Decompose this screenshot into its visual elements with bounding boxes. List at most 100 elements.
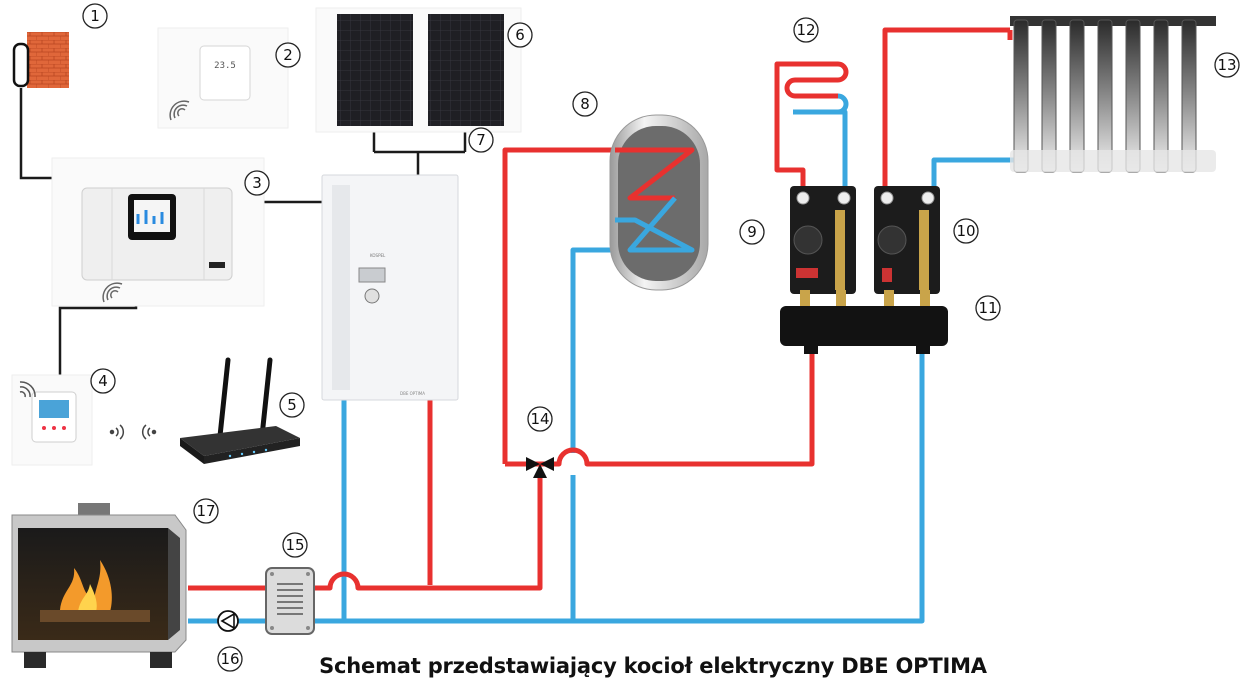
manifold-body (780, 306, 948, 346)
tank-coil-hot (615, 147, 695, 201)
svg-text:12: 12 (796, 21, 815, 39)
svg-text:6: 6 (515, 26, 525, 44)
callout-12: 12 (793, 17, 819, 43)
screen-bars (136, 210, 164, 224)
hydraulic-manifold (780, 290, 948, 354)
svg-text:14: 14 (530, 410, 549, 428)
radiator-cold-pipe (931, 157, 1026, 186)
svg-text:7: 7 (476, 131, 486, 149)
svg-text:9: 9 (747, 223, 757, 241)
callout-5: 5 (279, 392, 305, 418)
callout-9: 9 (739, 219, 765, 245)
room-thermostat (199, 45, 251, 101)
callout-1: 1 (82, 3, 108, 29)
radiator-fins (1013, 19, 1197, 173)
solar-panel-right (428, 14, 504, 126)
callout-17: 17 (193, 498, 219, 524)
brick-wall (27, 32, 69, 88)
callout-10: 10 (953, 218, 979, 244)
pump-group-dhw (790, 186, 856, 294)
svg-text:13: 13 (1217, 56, 1236, 74)
electric-boiler: KOSPEL DBE OPTIMA (321, 174, 459, 401)
svg-text:17: 17 (196, 502, 215, 520)
fireplace (11, 503, 187, 668)
radiator-top-header (1010, 16, 1216, 26)
svg-text:16: 16 (220, 650, 239, 668)
boiler-knob (364, 288, 380, 304)
dhw-tank (609, 114, 709, 291)
tank-coil-cold (615, 196, 695, 253)
solar-panels (315, 7, 522, 133)
boiler-housing (321, 174, 459, 401)
brass-pipe (919, 210, 929, 290)
outdoor-sensor (12, 32, 69, 88)
logs (40, 610, 150, 622)
wireless-icon (19, 381, 36, 398)
wireless-icon (169, 100, 190, 121)
svg-text:10: 10 (956, 222, 975, 240)
callout-6: 6 (507, 22, 533, 48)
svg-text:15: 15 (285, 536, 304, 554)
valve (882, 268, 892, 282)
gauge (796, 191, 810, 205)
callout-numbers: 1 2 3 4 5 6 7 8 9 10 11 12 13 14 15 16 1… (82, 3, 1240, 672)
svg-text:5: 5 (287, 396, 297, 414)
svg-text:2: 2 (283, 46, 293, 64)
callout-16: 16 (217, 646, 243, 672)
thermostat-cable (58, 296, 138, 380)
brass-pipe (835, 210, 845, 290)
wireless-icon (102, 282, 123, 303)
wireless-thermostat-screen (39, 400, 69, 418)
boiler-brand: KOSPEL (370, 253, 386, 258)
fireplace-glass (18, 528, 168, 640)
thermostat-display: 23.5 (214, 61, 236, 71)
hot-pipes (188, 27, 1013, 591)
tank-cold-pipe (570, 247, 615, 621)
cold-pipes (188, 109, 1026, 624)
main-controller (51, 157, 265, 307)
gauge (880, 191, 894, 205)
radiator-hot-pipe (882, 27, 1010, 186)
wireless-thermostat (11, 374, 157, 466)
callout-11: 11 (975, 295, 1001, 321)
mixer-to-group-pipe (505, 345, 815, 467)
radiator (1010, 16, 1216, 173)
room-thermostat-card: 23.5 (157, 27, 289, 129)
plate-heat-exchanger (265, 567, 315, 635)
wifi-module (209, 262, 225, 268)
callout-7: 7 (468, 127, 494, 153)
callout-4: 4 (90, 368, 116, 394)
dhw-coil (784, 61, 849, 115)
boiler-display (358, 267, 386, 283)
flame (60, 560, 112, 612)
callout-15: 15 (282, 532, 308, 558)
svg-text:3: 3 (252, 174, 262, 192)
cold-return-main (188, 348, 925, 624)
sensor-body (12, 42, 30, 88)
dhw-coil-hot (774, 61, 828, 186)
callout-3: 3 (244, 170, 270, 196)
pump (793, 225, 823, 255)
router-front (204, 438, 300, 464)
fireplace-leg (24, 652, 46, 668)
gauge (921, 191, 935, 205)
signal-icon (109, 424, 157, 440)
callout-13: 13 (1214, 52, 1240, 78)
diagram-caption: Schemat przedstawiający kocioł elektrycz… (319, 654, 987, 678)
mixing-valve (796, 268, 818, 278)
boiler-side-panel (332, 185, 350, 390)
svg-text:4: 4 (98, 372, 108, 390)
circulation-pump-icon (217, 610, 239, 632)
gauge (837, 191, 851, 205)
callout-8: 8 (572, 91, 598, 117)
svg-text:8: 8 (580, 95, 590, 113)
solar-cable (372, 128, 467, 175)
solar-panel-left (337, 14, 413, 126)
radiator-bottom-header (1010, 150, 1216, 172)
housing-seams (111, 188, 205, 280)
boiler-model: DBE OPTIMA (400, 391, 425, 396)
tank-hot-supply (502, 147, 615, 464)
pump (877, 225, 907, 255)
svg-text:11: 11 (978, 299, 997, 317)
